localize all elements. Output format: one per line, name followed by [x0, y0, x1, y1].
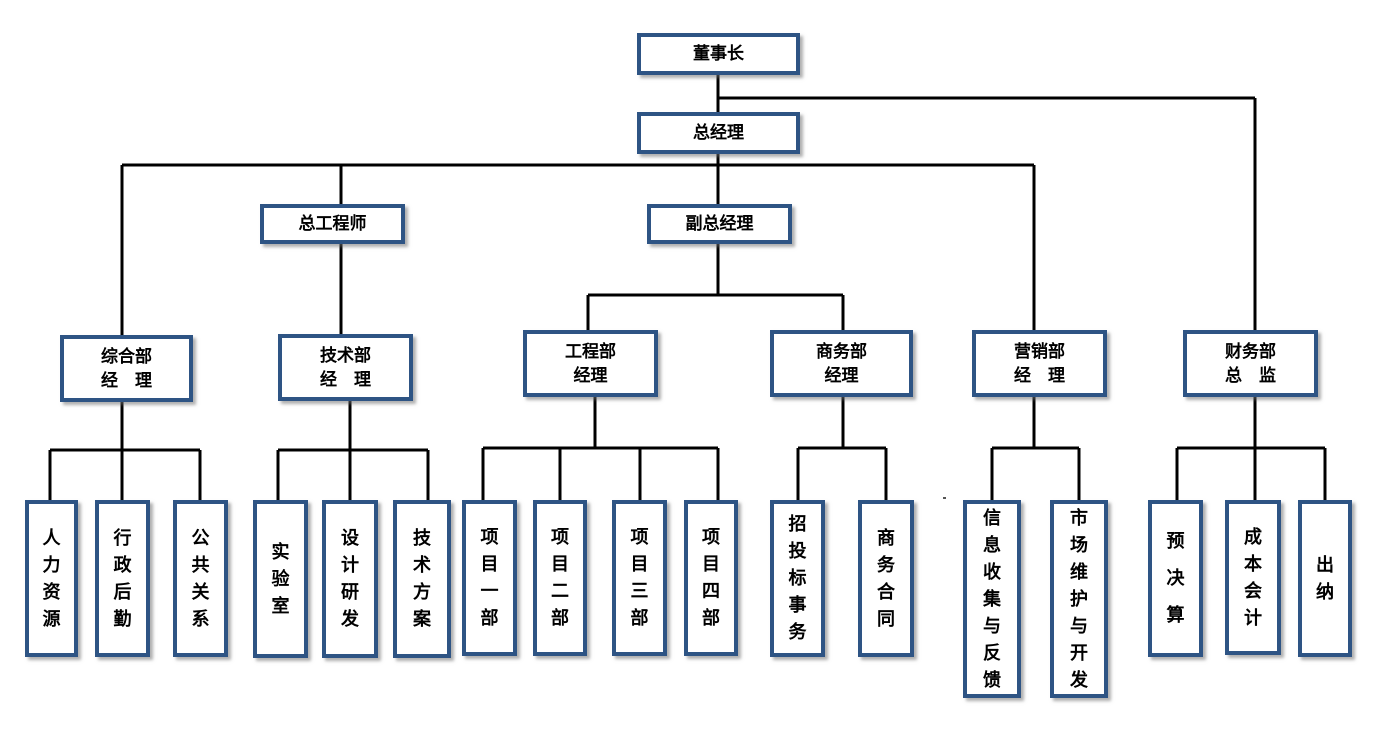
- bidding-label: 招投标事务: [788, 514, 807, 643]
- admin-manager-box: 综合部 经 理: [60, 335, 193, 402]
- project-3-label: 项目三部: [630, 527, 649, 629]
- tech-manager-line1: 技术部: [320, 345, 371, 366]
- deputy-gm-label: 副总经理: [685, 214, 754, 234]
- market-dev-box: 市场维护与开发: [1050, 500, 1108, 698]
- logistics-label: 行政后勤: [113, 527, 132, 630]
- project-4-label: 项目四部: [701, 527, 720, 629]
- logistics-box: 行政后勤: [95, 500, 150, 657]
- cost-accounting-box: 成本会计: [1225, 500, 1281, 655]
- chairman-label: 董事长: [693, 44, 744, 64]
- finance-director-box: 财务部 总 监: [1183, 330, 1318, 397]
- finance-director-line2: 总 监: [1225, 365, 1276, 386]
- chief-engineer-box: 总工程师: [260, 204, 405, 244]
- admin-manager-line2: 经 理: [101, 370, 152, 391]
- engineering-manager-box: 工程部 经理: [523, 330, 658, 397]
- project-2-box: 项目二部: [533, 500, 587, 656]
- public-relations-box: 公共关系: [173, 500, 228, 657]
- general-manager-label: 总经理: [693, 123, 744, 143]
- chairman-box: 董事长: [637, 33, 800, 75]
- tech-manager-line2: 经 理: [320, 369, 371, 390]
- project-4-box: 项目四部: [684, 500, 738, 656]
- tech-manager-box: 技术部 经 理: [278, 334, 413, 401]
- public-relations-label: 公共关系: [191, 527, 210, 630]
- tech-plan-box: 技术方案: [393, 500, 451, 658]
- info-feedback-box: 信息收集与反馈: [963, 500, 1021, 698]
- business-manager-line2: 经理: [824, 365, 859, 386]
- admin-manager-line1: 综合部: [101, 346, 152, 367]
- design-rnd-label: 设计研发: [340, 528, 359, 630]
- project-1-label: 项目一部: [480, 527, 499, 629]
- laboratory-label: 实验室: [271, 541, 290, 617]
- contract-box: 商务合同: [858, 500, 914, 657]
- project-1-box: 项目一部: [462, 500, 517, 656]
- engineering-manager-line1: 工程部: [565, 341, 616, 362]
- tech-plan-label: 技术方案: [412, 528, 431, 630]
- cost-accounting-label: 成本会计: [1243, 526, 1262, 629]
- finance-director-line1: 财务部: [1225, 341, 1276, 362]
- hr-box: 人力资源: [25, 500, 78, 657]
- marketing-manager-line2: 经 理: [1014, 365, 1065, 386]
- design-rnd-box: 设计研发: [322, 500, 378, 658]
- stray-dot: [943, 497, 946, 499]
- project-3-box: 项目三部: [612, 500, 667, 656]
- business-manager-line1: 商务部: [816, 341, 867, 362]
- business-manager-box: 商务部 经理: [770, 330, 913, 397]
- marketing-manager-box: 营销部 经 理: [972, 330, 1107, 397]
- info-feedback-label: 信息收集与反馈: [982, 507, 1001, 691]
- cashier-label: 出纳: [1315, 554, 1334, 603]
- general-manager-box: 总经理: [637, 112, 800, 154]
- marketing-manager-line1: 营销部: [1014, 341, 1065, 362]
- bidding-box: 招投标事务: [770, 500, 825, 657]
- project-2-label: 项目二部: [550, 527, 569, 629]
- budget-label: 预决算: [1166, 531, 1185, 626]
- engineering-manager-line2: 经理: [573, 365, 608, 386]
- laboratory-box: 实验室: [253, 500, 308, 658]
- chief-engineer-label: 总工程师: [298, 214, 367, 234]
- budget-box: 预决算: [1148, 500, 1203, 657]
- deputy-gm-box: 副总经理: [647, 204, 792, 244]
- hr-label: 人力资源: [42, 527, 61, 630]
- market-dev-label: 市场维护与开发: [1069, 507, 1088, 691]
- cashier-box: 出纳: [1298, 500, 1352, 657]
- contract-label: 商务合同: [876, 527, 895, 630]
